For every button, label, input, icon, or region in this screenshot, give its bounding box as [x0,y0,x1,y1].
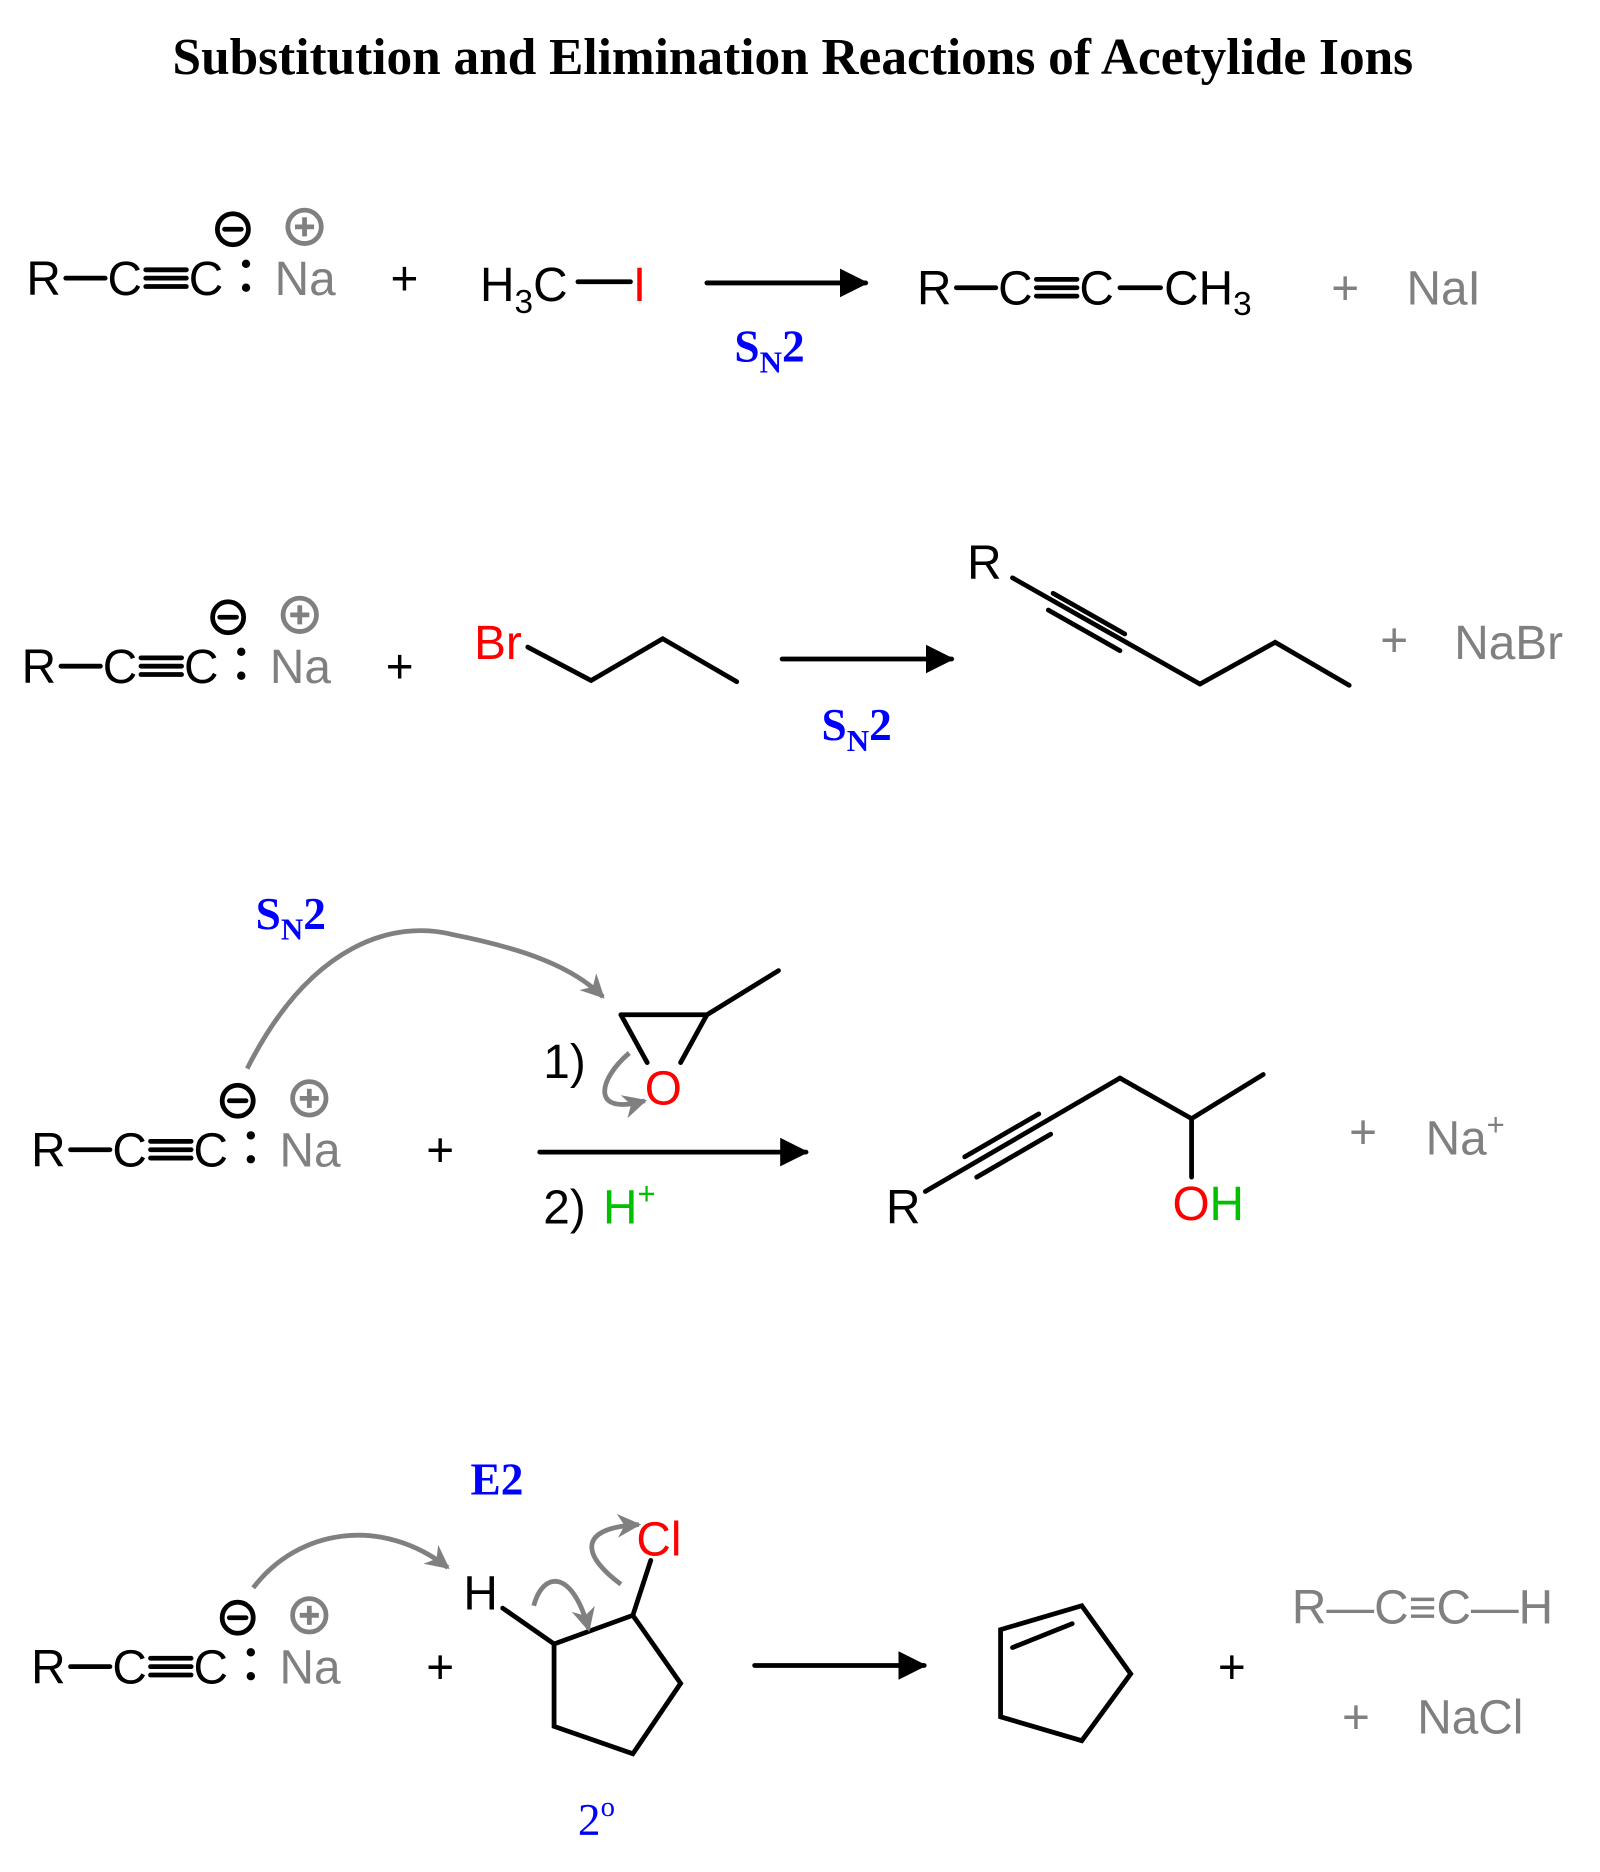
cyclopentene [998,1602,1134,1744]
curved-arrow-icon [531,1579,595,1632]
svg-text:R: R [917,262,951,315]
svg-text:C: C [103,641,137,694]
svg-text:C: C [112,1641,146,1694]
acetylide-reagent-4: R C C Na [31,1596,341,1694]
negative-charge-icon [219,1599,256,1636]
svg-text:Na: Na [275,253,336,306]
sn2-label: SN2 [734,322,804,380]
curved-arrow-icon [245,928,605,1070]
e2-label: E2 [470,1455,523,1505]
svg-text:+: + [1380,615,1408,668]
reaction-4: E2 + H Cl 2o + R—C≡C—H + NaCl [251,1455,1553,1845]
secondary-label: 2o [578,1791,615,1845]
svg-text:H+: H+ [603,1177,656,1235]
svg-text:NaI: NaI [1406,262,1480,315]
svg-text:C: C [108,253,142,306]
svg-text:C: C [194,1124,228,1177]
svg-text:C: C [1079,262,1113,315]
positive-charge-icon [290,1596,329,1635]
svg-text:CH3: CH3 [1164,262,1252,323]
svg-text:C: C [998,262,1032,315]
svg-text:Na+: Na+ [1426,1107,1505,1165]
svg-text:R: R [886,1182,920,1235]
svg-text:+: + [426,1124,454,1177]
acetylide-reagent-3: R C C Na [31,1079,341,1177]
positive-charge-icon [290,1079,329,1118]
svg-text:R: R [22,641,56,694]
svg-text:C: C [112,1124,146,1177]
negative-charge-icon [219,1082,256,1119]
svg-text:Na: Na [279,1641,340,1694]
negative-charge-icon [215,211,251,248]
svg-text:R: R [31,1124,65,1177]
svg-text:NaCl: NaCl [1417,1692,1523,1745]
svg-text:O: O [645,1062,682,1115]
svg-text:+: + [386,641,414,694]
svg-text:I: I [633,259,646,312]
curved-arrow-icon [602,1051,648,1119]
svg-text:R: R [26,253,60,306]
svg-text:R: R [31,1641,65,1694]
product-alkynol: O H [922,1072,1266,1231]
sn2-label: SN2 [821,700,891,758]
reaction-1: + H3C I SN2 R C C CH3 + NaI [391,253,1481,380]
svg-text:+: + [391,253,419,306]
svg-text:C: C [194,1641,228,1694]
curved-arrow-icon [589,1513,642,1587]
curved-arrow-icon [251,1532,450,1590]
acetylide-reagent-2: R C C Na [22,595,331,694]
svg-text:+: + [1218,1641,1246,1694]
svg-text:R—C≡C—H: R—C≡C—H [1292,1582,1553,1635]
product-alkyne [1010,575,1352,688]
sn2-label: SN2 [256,889,326,947]
svg-text:Cl: Cl [636,1514,681,1567]
svg-text:Br: Br [474,617,522,670]
methyl-iodide: H3C [480,259,568,321]
svg-text:+: + [426,1641,454,1694]
svg-text:H: H [463,1567,497,1620]
svg-text:NaBr: NaBr [1454,617,1563,670]
chlorocyclopentane: Cl [500,1514,684,1757]
product-internal-alkyne: R C C CH3 [917,262,1252,323]
svg-text:O: O [1172,1178,1209,1231]
svg-text:+: + [1342,1692,1370,1745]
svg-text:R: R [967,537,1001,590]
propyl-chain [525,635,740,685]
epoxide: O [618,968,781,1115]
svg-text:C: C [184,641,218,694]
acetylide-reagent-1: R C C Na [26,207,336,306]
negative-charge-icon [210,599,247,636]
svg-text:+: + [1349,1107,1377,1160]
svg-text:+: + [1331,262,1359,315]
reaction-3: SN2 + 1) O 2) H+ R O H + Na+ [245,889,1505,1235]
svg-text:2): 2) [543,1182,585,1235]
svg-text:H: H [1210,1178,1244,1231]
positive-charge-icon [285,207,324,246]
positive-charge-icon [280,595,319,634]
svg-text:Na: Na [270,641,331,694]
svg-text:1): 1) [543,1036,585,1089]
svg-text:Na: Na [279,1124,340,1177]
page-title: Substitution and Elimination Reactions o… [173,29,1414,86]
reaction-2: + Br SN2 R + NaBr [386,537,1563,758]
svg-text:C: C [189,253,223,306]
